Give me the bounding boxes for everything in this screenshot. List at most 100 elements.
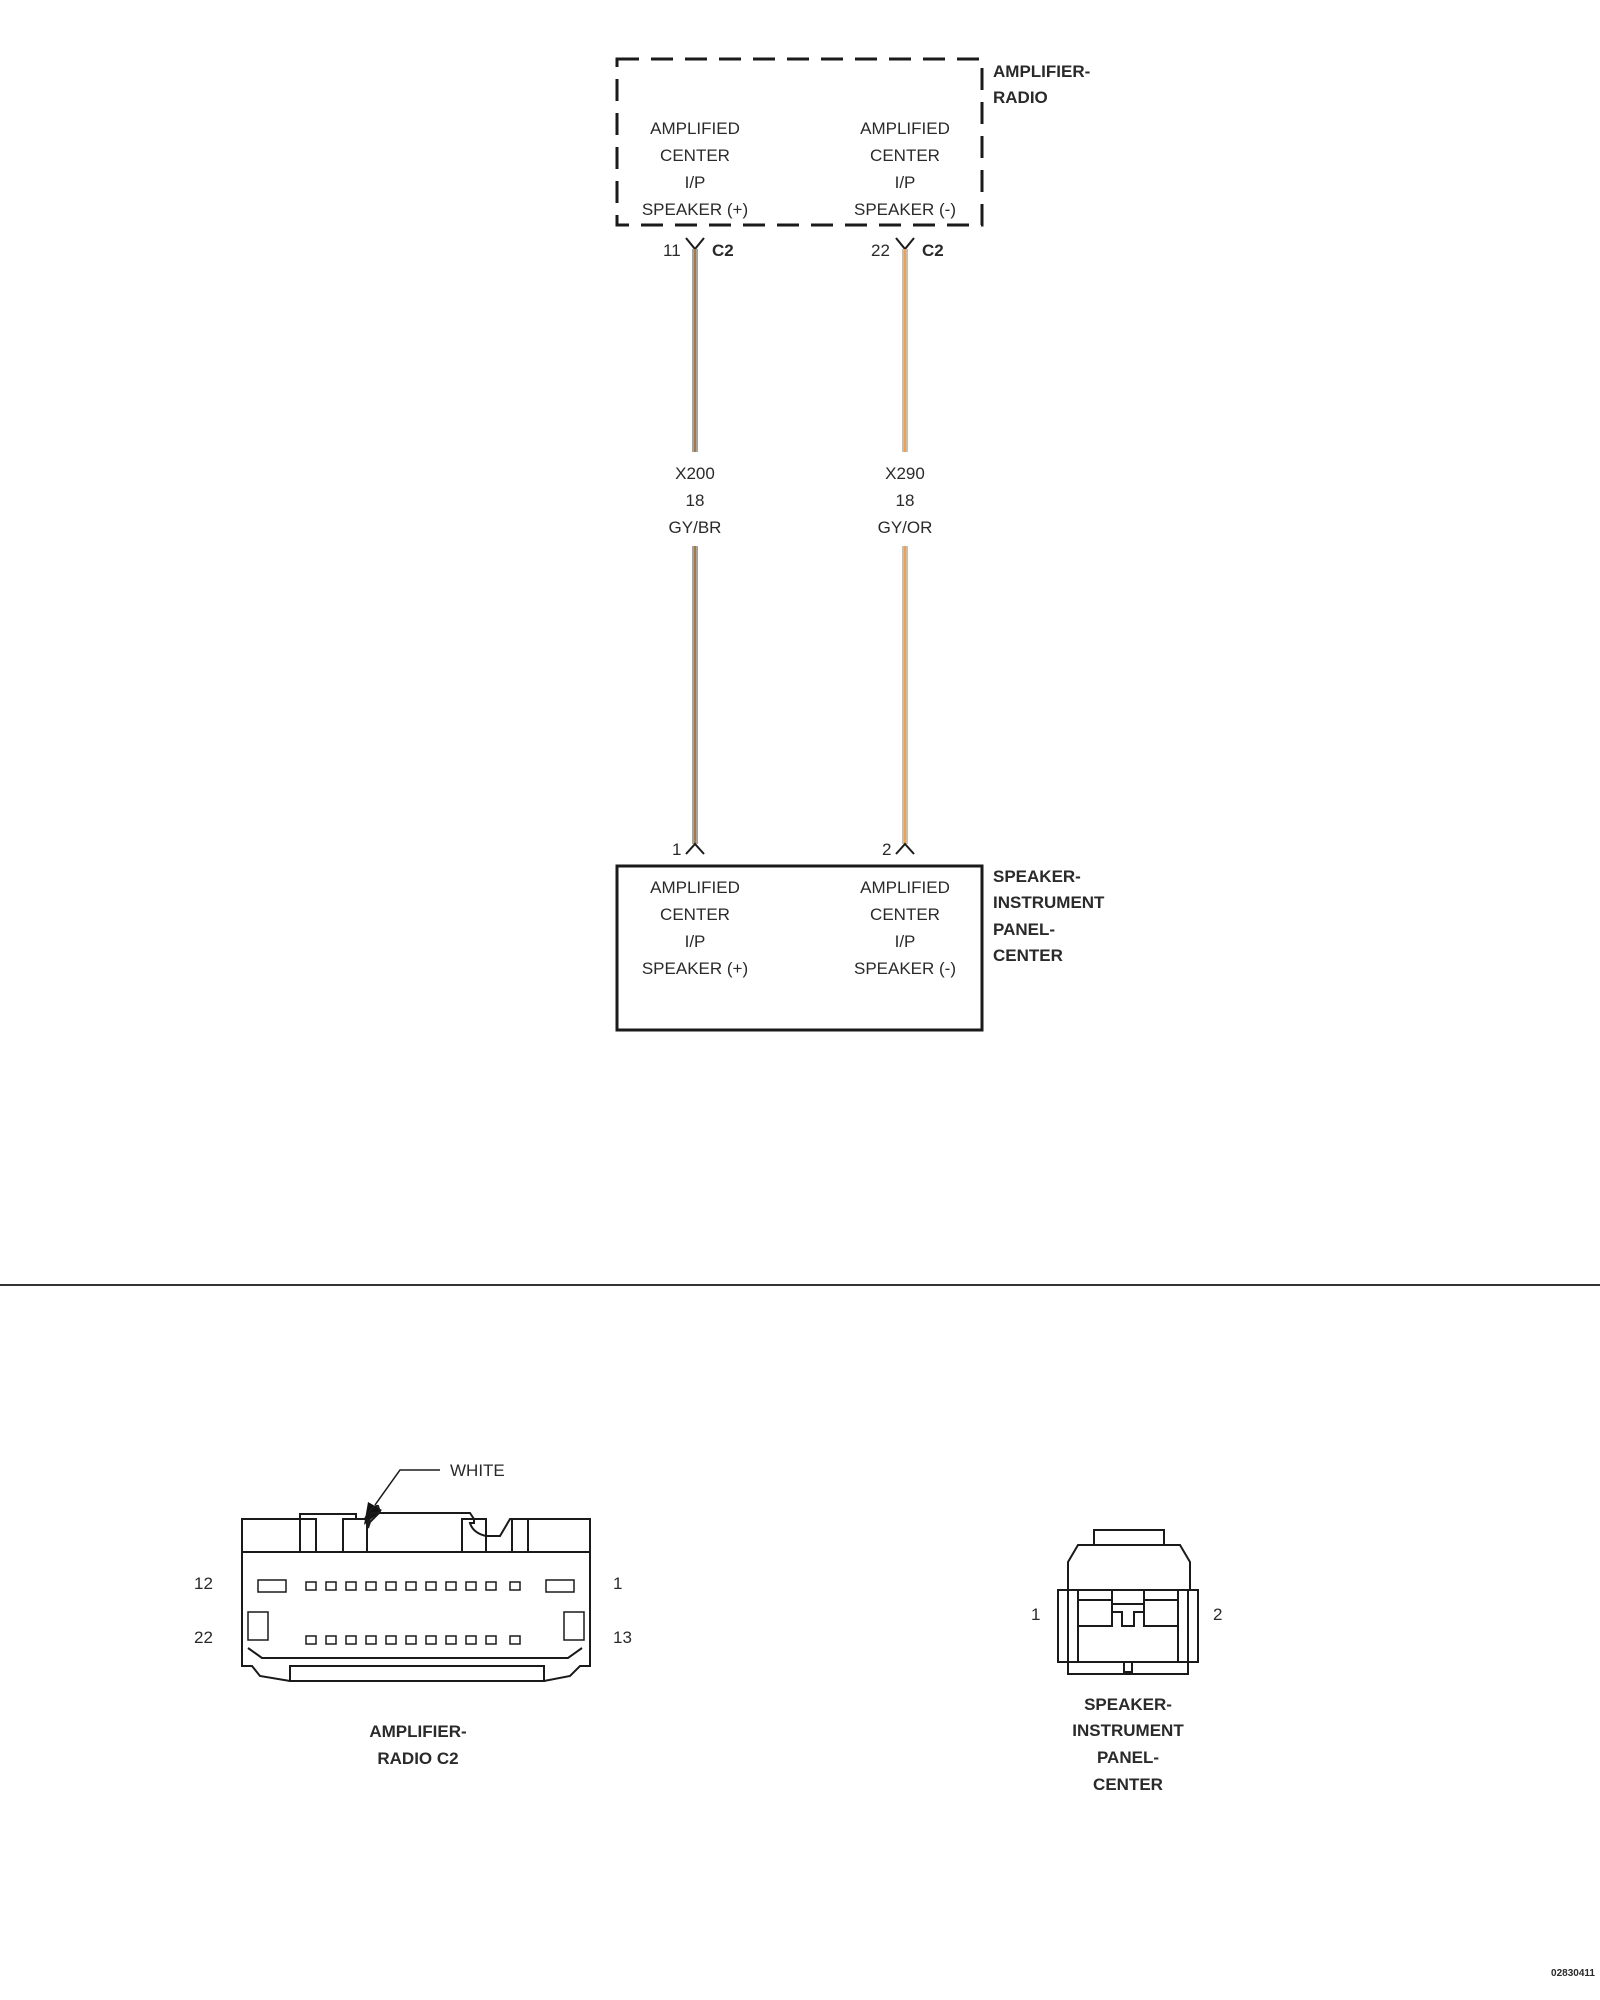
amplifier-radio-circuit-plus: AMPLIFIED CENTER I/P SPEAKER (+) (642, 119, 748, 219)
pin-number: 2 (882, 840, 891, 859)
c2-latch-left (299, 1518, 317, 1553)
connector-id: C2 (712, 241, 734, 260)
cavity (345, 1581, 357, 1591)
view-label-line: PANEL- (1097, 1748, 1159, 1767)
female-terminal-symbol (895, 237, 915, 251)
cavity (509, 1635, 521, 1645)
cavity (325, 1635, 337, 1645)
spk-cavity-outline-right (1143, 1599, 1178, 1627)
view-label-line: AMPLIFIER- (369, 1722, 466, 1741)
callout-text: WHITE (450, 1461, 505, 1480)
callout-leader (374, 1469, 440, 1506)
wire-gauge: 18 (686, 491, 705, 510)
wire-x200: 11 C2 X200 18 GY/BR 1 (663, 237, 734, 859)
speaker-label-line-1: SPEAKER- (993, 867, 1081, 886)
amplifier-radio-component: AMPLIFIER- RADIO AMPLIFIED CENTER I/P SP… (615, 57, 1090, 227)
view-label-line: INSTRUMENT (1072, 1721, 1184, 1740)
male-terminal-symbol (685, 842, 705, 855)
pin-label-1: 1 (1031, 1605, 1040, 1624)
cavity (445, 1581, 457, 1591)
c2-key-left (342, 1518, 368, 1553)
pin-label-22: 22 (194, 1628, 213, 1647)
view-label-line: SPEAKER- (1084, 1695, 1172, 1714)
pin-label-13: 13 (613, 1628, 632, 1647)
spk-cavity-outline (1078, 1599, 1113, 1627)
spk-bottom-latch (1123, 1661, 1133, 1673)
circuit-text: AMPLIFIED (650, 878, 740, 897)
connector-id: C2 (922, 241, 944, 260)
amplifier-radio-box (615, 57, 984, 227)
cavity (425, 1635, 437, 1645)
cavity (509, 1581, 521, 1591)
speaker-label-line-4: CENTER (993, 946, 1063, 965)
wire-x200-label: X200 18 GY/BR (669, 464, 722, 537)
c2-latch-right (511, 1518, 529, 1553)
cavity-side (563, 1611, 585, 1641)
cavity (425, 1581, 437, 1591)
speaker-circuit-minus: AMPLIFIED CENTER I/P SPEAKER (-) (854, 878, 956, 978)
circuit-text: CENTER (870, 905, 940, 924)
circuit-text: I/P (895, 932, 916, 951)
amplifier-radio-label-line-1: AMPLIFIER- (993, 62, 1090, 81)
circuit-text: SPEAKER (+) (642, 200, 748, 219)
c2-bottom-lip (289, 1665, 545, 1682)
cavity (385, 1635, 397, 1645)
pin-number: 11 (663, 241, 681, 260)
cavity-large (545, 1579, 575, 1593)
circuit-text: SPEAKER (-) (854, 959, 956, 978)
circuit-text: AMPLIFIED (650, 119, 740, 138)
view-label-line: RADIO C2 (377, 1749, 458, 1768)
spk-top-tab (1093, 1529, 1165, 1546)
circuit-text: CENTER (870, 146, 940, 165)
cavity (385, 1581, 397, 1591)
cavity (465, 1635, 477, 1645)
c2-key-right (461, 1518, 487, 1553)
pin-label-12: 12 (194, 1574, 213, 1593)
view-label-line: CENTER (1093, 1775, 1163, 1794)
circuit-text: CENTER (660, 905, 730, 924)
wire-circuit: X200 (675, 464, 715, 483)
circuit-text: AMPLIFIED (860, 119, 950, 138)
speaker-view-label: SPEAKER- INSTRUMENT PANEL- CENTER (1072, 1695, 1184, 1794)
circuit-text: I/P (685, 932, 706, 951)
pin-label-2: 2 (1213, 1605, 1222, 1624)
cavity (305, 1581, 317, 1591)
cavity-large (257, 1579, 287, 1593)
spk-bottom-rail (1067, 1661, 1189, 1675)
spk-center-key (1111, 1590, 1145, 1627)
speaker-label-line-2: INSTRUMENT (993, 893, 1105, 912)
c2-cavity-row-bottom (247, 1611, 585, 1645)
cavity (325, 1581, 337, 1591)
cavity (465, 1581, 477, 1591)
circuit-text: CENTER (660, 146, 730, 165)
circuit-text: I/P (685, 173, 706, 192)
pin-label-1: 1 (613, 1574, 622, 1593)
c2-bottom-curve (247, 1647, 583, 1659)
cavity (485, 1635, 497, 1645)
male-terminal-symbol (895, 842, 915, 855)
wire-x290: 22 C2 X290 18 GY/OR 2 (871, 237, 944, 859)
cavity (405, 1581, 417, 1591)
cavity-side (247, 1611, 269, 1641)
cavity (485, 1581, 497, 1591)
c2-view-label: AMPLIFIER- RADIO C2 (369, 1722, 466, 1768)
cavity (365, 1581, 377, 1591)
circuit-text: I/P (895, 173, 916, 192)
figure-id: 02830411 (1551, 1968, 1595, 1979)
wire-gauge: 18 (896, 491, 915, 510)
wire-circuit: X290 (885, 464, 925, 483)
wire-color: GY/OR (878, 518, 933, 537)
speaker-box (615, 864, 984, 1032)
female-terminal-symbol (685, 237, 705, 251)
speaker-connector-view: 1 2 SPEAKER- INSTRUMENT PANEL- CENTER (1031, 1529, 1222, 1794)
circuit-text: SPEAKER (-) (854, 200, 956, 219)
wire-color: GY/BR (669, 518, 722, 537)
speaker-label-line-3: PANEL- (993, 920, 1055, 939)
cavity (305, 1635, 317, 1645)
circuit-text: SPEAKER (+) (642, 959, 748, 978)
spk-upper-body (1067, 1544, 1191, 1591)
pin-number: 1 (672, 840, 681, 859)
circuit-text: AMPLIFIED (860, 878, 950, 897)
pin-number: 22 (871, 241, 890, 260)
